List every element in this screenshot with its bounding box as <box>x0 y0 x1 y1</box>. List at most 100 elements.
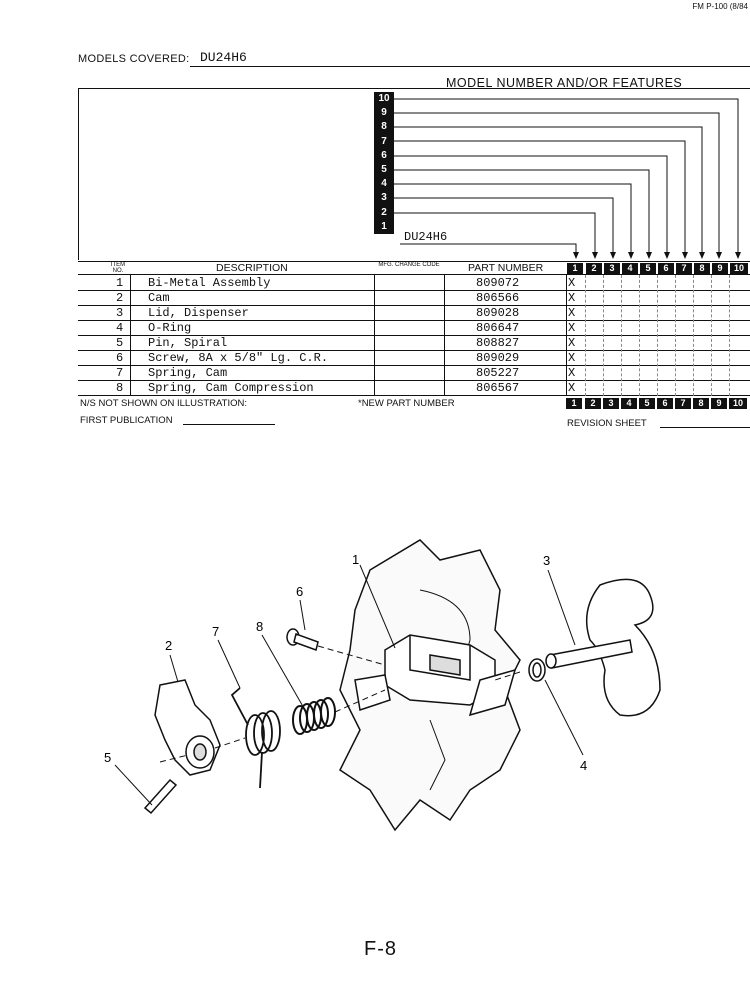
new-part-note: *NEW PART NUMBER <box>358 398 455 409</box>
parts-table-header: ITEM NO. DESCRIPTION MFG. CHANGE CODE PA… <box>78 261 750 275</box>
item-no-header: ITEM NO. <box>110 262 126 274</box>
model-col-6-header: 6 <box>658 263 674 274</box>
model-number-10: 10 <box>374 92 394 107</box>
model-mark: X <box>568 366 576 380</box>
item-number: 7 <box>116 366 124 380</box>
table-row: 6 Screw, 8A x 5/8" Lg. C.R. 809029 X <box>78 351 750 366</box>
model-number-9: 9 <box>374 106 394 121</box>
part-description: Screw, 8A x 5/8" Lg. C.R. <box>148 351 329 365</box>
model-mark: X <box>568 336 576 350</box>
part-description: Pin, Spiral <box>148 336 228 350</box>
o-ring <box>528 658 546 682</box>
model-col-7-header: 7 <box>676 263 692 274</box>
model-col-8-header: 8 <box>694 263 710 274</box>
models-covered-underline <box>190 66 750 67</box>
column-divider <box>603 275 604 396</box>
model-col-4-header: 4 <box>622 263 638 274</box>
first-publication-label: FIRST PUBLICATION <box>80 415 173 426</box>
column-divider <box>374 275 375 396</box>
model-number-8: 8 <box>374 120 394 135</box>
table-row: 1 Bi-Metal Assembly 809072 X <box>78 276 750 291</box>
first-publication-line <box>183 424 275 425</box>
column-divider <box>675 275 676 396</box>
table-row: 3 Lid, Dispenser 809028 X <box>78 306 750 321</box>
bi-metal-assembly <box>354 634 517 717</box>
model-features-box <box>78 88 750 260</box>
footer-col-8: 8 <box>693 398 709 409</box>
part-number: 809028 <box>476 306 520 320</box>
part-description: Bi-Metal Assembly <box>148 276 271 290</box>
column-divider <box>566 275 567 396</box>
screw <box>286 628 319 651</box>
table-row: 4 O-Ring 806647 X <box>78 321 750 336</box>
column-divider <box>657 275 658 396</box>
model-col-10-header: 10 <box>730 263 748 274</box>
part-number: 806567 <box>476 381 520 395</box>
model-1-value: DU24H6 <box>404 230 448 244</box>
item-number: 5 <box>116 336 124 350</box>
item-number: 8 <box>116 381 124 395</box>
cam <box>154 679 221 776</box>
model-mark: X <box>568 291 576 305</box>
model-number-1: 1 <box>374 219 394 234</box>
callout-7: 7 <box>212 624 219 639</box>
model-mark: X <box>568 306 576 320</box>
callout-8: 8 <box>256 619 263 634</box>
model-number-2: 2 <box>374 205 394 220</box>
table-row: 7 Spring, Cam 805227 X <box>78 366 750 381</box>
model-number-column: 10 9 8 7 6 5 4 3 2 1 <box>374 92 394 234</box>
model-number-6: 6 <box>374 148 394 163</box>
part-number: 805227 <box>476 366 520 380</box>
column-divider <box>585 275 586 396</box>
model-features-title: MODEL NUMBER AND/OR FEATURES <box>446 76 683 90</box>
mfg-change-code-header: MFG. CHANGE CODE <box>378 262 440 268</box>
footer-col-3: 3 <box>603 398 619 409</box>
part-number: 809072 <box>476 276 520 290</box>
model-number-5: 5 <box>374 162 394 178</box>
models-covered-value: DU24H6 <box>200 50 247 65</box>
callout-6: 6 <box>296 584 303 599</box>
model-mark: X <box>568 381 576 395</box>
model-mark: X <box>568 351 576 365</box>
callout-2: 2 <box>165 638 172 653</box>
item-number: 4 <box>116 321 124 335</box>
callout-1: 1 <box>352 552 359 567</box>
model-col-1-header: 1 <box>567 263 583 274</box>
footer-col-10: 10 <box>729 398 747 409</box>
model-leader-lines <box>394 98 741 259</box>
cam-spring <box>230 687 281 789</box>
spiral-pin <box>143 778 178 815</box>
cam-lever <box>545 578 661 717</box>
item-number: 6 <box>116 351 124 365</box>
footer-col-4: 4 <box>621 398 637 409</box>
model-mark: X <box>568 276 576 290</box>
page-number: F-8 <box>364 938 397 960</box>
column-divider <box>444 275 445 396</box>
revision-sheet-label: REVISION SHEET <box>567 418 647 429</box>
item-number: 1 <box>116 276 124 290</box>
part-description: Spring, Cam <box>148 366 228 380</box>
model-number-7: 7 <box>374 134 394 149</box>
description-header: DESCRIPTION <box>216 262 288 274</box>
item-number: 3 <box>116 306 124 320</box>
model-number-3: 3 <box>374 191 394 206</box>
table-row: 5 Pin, Spiral 808827 X <box>78 336 750 351</box>
part-number: 809029 <box>476 351 520 365</box>
part-number: 806647 <box>476 321 520 335</box>
model-col-5-header: 5 <box>640 263 656 274</box>
footer-col-7: 7 <box>675 398 691 409</box>
not-shown-note: N/S NOT SHOWN ON ILLUSTRATION: <box>80 398 247 409</box>
form-id: FM P-100 (8/84 <box>692 2 748 11</box>
models-covered-label: MODELS COVERED: <box>78 53 190 65</box>
part-number: 808827 <box>476 336 520 350</box>
column-divider <box>621 275 622 396</box>
table-row: 2 Cam 806566 X <box>78 291 750 306</box>
model-col-3-header: 3 <box>604 263 620 274</box>
footer-col-1: 1 <box>566 398 582 409</box>
callout-4: 4 <box>580 758 587 773</box>
compression-spring <box>292 697 336 735</box>
exploded-parts-illustration: 1 2 3 4 5 6 7 8 <box>104 539 661 832</box>
footer-col-6: 6 <box>657 398 673 409</box>
footer-col-2: 2 <box>585 398 601 409</box>
column-divider <box>729 275 730 396</box>
